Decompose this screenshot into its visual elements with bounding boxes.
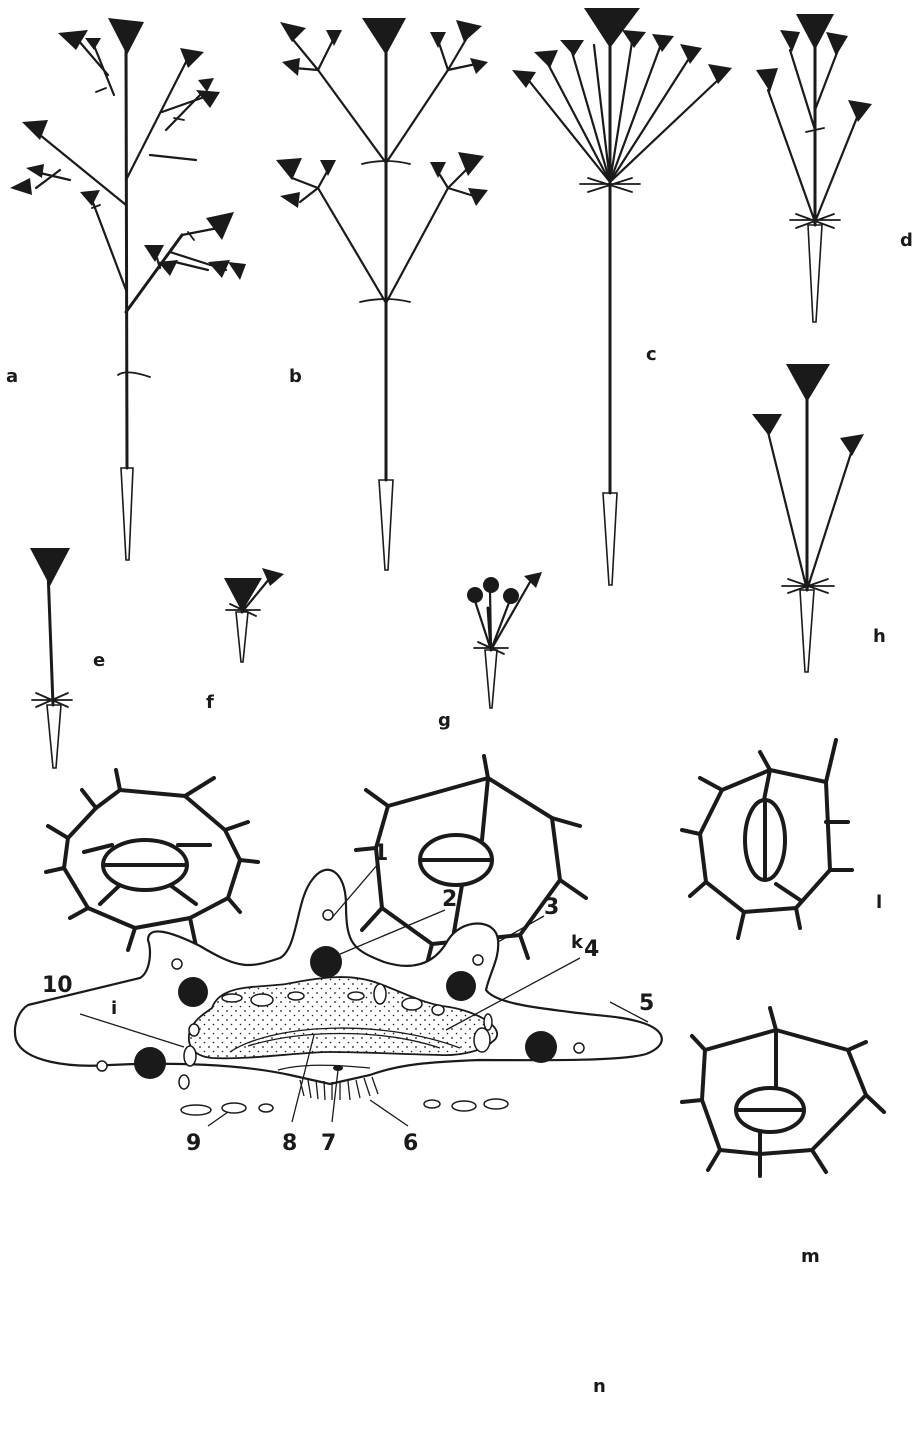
callout-5: 5 (639, 991, 654, 1016)
panel-label-d: d (900, 230, 913, 251)
panel-label-a: a (6, 366, 18, 387)
stoma-l (682, 740, 852, 938)
panel-label-i: i (111, 998, 117, 1019)
callout-1: 1 (373, 841, 388, 866)
plant-b (276, 18, 488, 570)
stoma-m (682, 1008, 884, 1176)
leaf-cross-section-n (15, 864, 662, 1126)
callout-2: 2 (442, 887, 457, 912)
plant-e (30, 548, 72, 768)
callout-6: 6 (403, 1131, 418, 1156)
panel-label-n: n (593, 1376, 606, 1397)
plant-c (512, 8, 732, 585)
callout-7: 7 (321, 1131, 336, 1156)
panel-label-c: c (646, 344, 657, 365)
panel-label-b: b (289, 366, 302, 387)
callout-9: 9 (186, 1131, 201, 1156)
stoma-i (46, 770, 258, 950)
callout-4: 4 (584, 937, 599, 962)
callout-8: 8 (282, 1131, 297, 1156)
panel-label-l: l (876, 892, 882, 913)
panel-label-f: f (206, 692, 214, 713)
plant-f (224, 568, 284, 662)
plant-a (10, 18, 246, 560)
plant-g (467, 572, 542, 708)
panel-label-e: e (93, 650, 105, 671)
plant-h (752, 364, 864, 672)
panel-label-k: k (571, 932, 584, 953)
panel-label-h: h (873, 626, 886, 647)
panel-label-g: g (438, 710, 451, 731)
panel-label-m: m (801, 1246, 820, 1267)
callout-10: 10 (42, 973, 73, 998)
callout-3: 3 (544, 895, 559, 920)
plant-d (756, 14, 872, 322)
